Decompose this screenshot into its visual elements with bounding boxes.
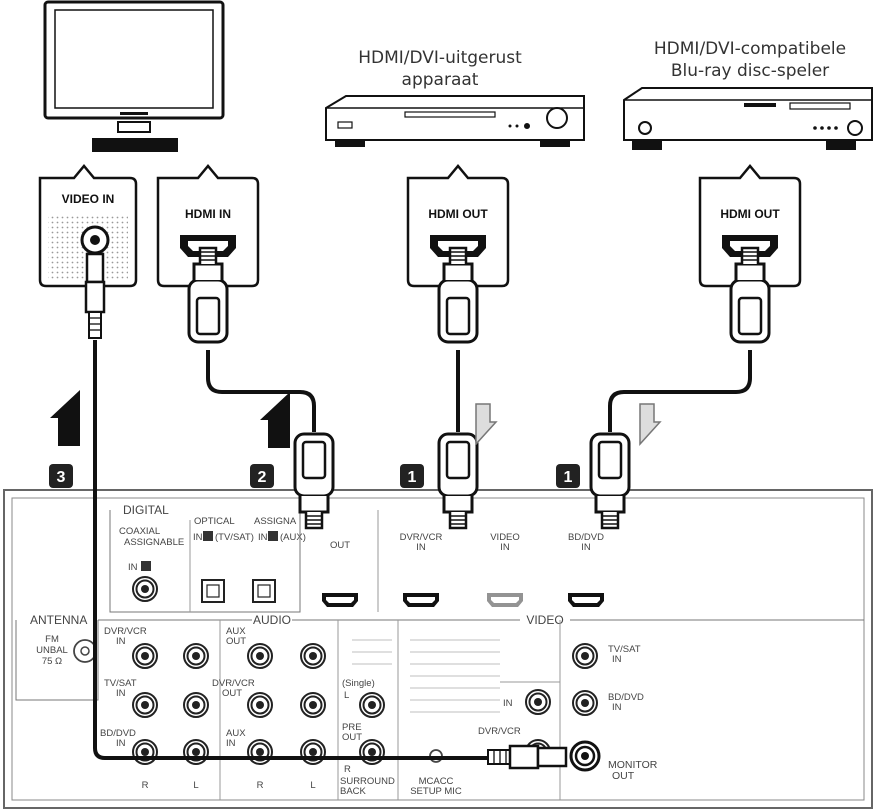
recorder-label: HDMI/DVI-uitgerust apparaat — [340, 47, 540, 91]
assignable2-label: ASSIGNA — [254, 516, 297, 527]
monitor-out-label-2: OUT — [612, 770, 635, 782]
vid-bd-label-2: IN — [612, 702, 622, 713]
step-number-3: 3 — [57, 469, 66, 486]
hdmi-out-recorder-bubble: HDMI OUT — [406, 164, 510, 288]
recorder-label-line2: apparaat — [401, 70, 479, 90]
col-l2-label: L — [310, 780, 315, 791]
hdmi-video-label: VIDEO — [490, 532, 520, 543]
dvr-vcr-in-label-2: IN — [116, 636, 126, 647]
col-l1-label: L — [193, 780, 198, 791]
hdmi-in-bubble: HDMI IN — [156, 164, 260, 288]
step-number-2: 2 — [258, 469, 267, 486]
optical-label: OPTICAL — [194, 516, 235, 527]
hdmi-out-port-label: OUT — [330, 540, 350, 551]
step-badge-1a — [400, 464, 424, 488]
surround-label-2: BACK — [340, 786, 367, 797]
step-badge-1b — [556, 464, 580, 488]
opt-in2-tag: (AUX) — [280, 532, 306, 543]
opt-in1-label: IN — [193, 532, 203, 543]
tv-icon — [43, 0, 225, 152]
col-r2-label: R — [257, 780, 264, 791]
step-badge-2 — [250, 464, 274, 488]
hdmi-out-player-label: HDMI OUT — [720, 207, 780, 221]
digital-label: DIGITAL — [123, 503, 169, 517]
aux-out-label-1: AUX — [226, 626, 246, 637]
pre-out-label-2: OUT — [342, 732, 362, 743]
video-cable-tv — [84, 252, 568, 770]
antenna-label: ANTENNA — [30, 613, 87, 627]
vid-tvsat-label-1: TV/SAT — [608, 644, 641, 655]
surround-label-1: SURROUND — [340, 776, 395, 787]
signal-arrows — [50, 390, 662, 448]
opt-in1-tag: (TV/SAT) — [215, 532, 254, 543]
step-badge-3 — [49, 464, 73, 488]
aux-in-label-2: IN — [226, 738, 236, 749]
player-label: HDMI/DVI-compatibele Blu-ray disc-speler — [630, 38, 870, 82]
fm-label: FM — [45, 634, 59, 645]
dvr-vcr-out-label-1: DVR/VCR — [212, 678, 255, 689]
video-label: VIDEO — [526, 613, 563, 627]
vid-in-label: IN — [503, 698, 513, 709]
pre-l-label: L — [344, 690, 349, 701]
bd-dvd-in-label-2: IN — [116, 738, 126, 749]
coaxial-label: COAXIAL — [119, 526, 160, 537]
recorder-icon — [325, 95, 585, 147]
aux-out-label-2: OUT — [226, 636, 246, 647]
mcacc-label-2: SETUP MIC — [410, 786, 462, 797]
pre-out-label-1: PRE — [342, 722, 362, 733]
unbal-label: UNBAL — [36, 645, 68, 656]
hdmi-out-player-bubble: HDMI OUT — [698, 164, 802, 288]
recorder-label-line1: HDMI/DVI-uitgerust — [358, 48, 522, 68]
dvr-vcr-in-label-1: DVR/VCR — [104, 626, 147, 637]
tv-sat-in-label-2: IN — [116, 688, 126, 699]
col-r1-label: R — [142, 780, 149, 791]
vid-bd-label-1: BD/DVD — [608, 692, 644, 703]
step-number-1b: 1 — [564, 469, 573, 486]
player-label-line2: Blu-ray disc-speler — [670, 61, 830, 81]
hdmi-video-in-label: IN — [500, 542, 510, 553]
bluray-player-icon — [623, 87, 873, 150]
aux-in-label-1: AUX — [226, 728, 246, 739]
surround-r-label: R — [344, 764, 351, 775]
hdmi-bd-label: BD/DVD — [568, 532, 604, 543]
ohm-label: 75 Ω — [42, 656, 62, 667]
single-label: (Single) — [342, 678, 375, 689]
bd-dvd-in-label-1: BD/DVD — [100, 728, 136, 739]
hdmi-cable-tv — [189, 248, 335, 530]
assignable-label: ASSIGNABLE — [124, 537, 184, 548]
player-label-line1: HDMI/DVI-compatibele — [653, 39, 847, 59]
video-in-label: VIDEO IN — [62, 192, 115, 206]
vid-tvsat-label-2: IN — [612, 654, 622, 665]
hdmi-cable-player — [589, 248, 769, 530]
vid-dvr-label: DVR/VCR — [478, 726, 521, 737]
hdmi-out-recorder-label: HDMI OUT — [428, 207, 488, 221]
video-in-bubble: VIDEO IN — [38, 164, 138, 288]
hdmi-in-label: HDMI IN — [185, 207, 231, 221]
tv-sat-in-label-1: TV/SAT — [104, 678, 137, 689]
opt-in2-label: IN — [258, 532, 268, 543]
hdmi-cable-recorder — [437, 248, 479, 530]
coax-in1-label: IN — [128, 562, 138, 573]
audio-label: AUDIO — [253, 613, 291, 627]
step-badges: 3 2 1 1 — [49, 464, 580, 488]
dvr-vcr-out-label-2: OUT — [222, 688, 242, 699]
hdmi-dvr-in-label: IN — [416, 542, 426, 553]
hdmi-dvr-label: DVR/VCR — [400, 532, 443, 543]
mcacc-label-1: MCACC — [419, 776, 454, 787]
step-number-1a: 1 — [408, 469, 417, 486]
monitor-out-label-1: MONITOR — [608, 759, 658, 771]
hdmi-bd-in-label: IN — [581, 542, 591, 553]
receiver-rear-panel: DIGITAL COAXIAL ASSIGNABLE IN OPTICAL AS… — [3, 489, 873, 809]
